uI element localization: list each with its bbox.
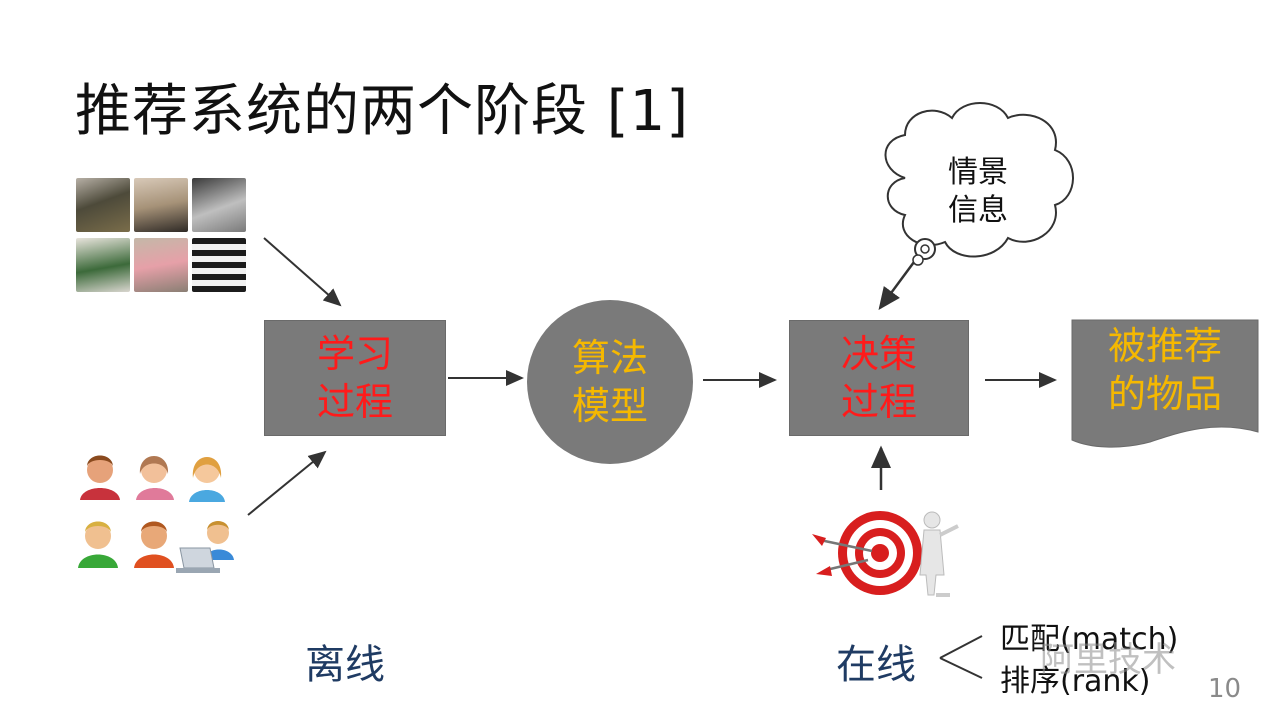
user-avatar-group [78,455,234,573]
arrow-users-to-learning [247,450,327,516]
learning-process-label: 学习 过程 [316,332,393,424]
arrow-context-to-decision [878,261,916,311]
decision-process-label: 决策 过程 [840,332,917,424]
user-avatar-4 [78,521,118,568]
user-avatar-6 [176,521,234,573]
algorithm-model-circle: 算法 模型 [527,300,693,464]
offline-label: 离线 [305,642,385,688]
page-number: 10 [1208,674,1242,704]
fork-line-rank [939,657,983,679]
recommended-items-label: 被推荐 的物品 [1107,324,1222,416]
rank-label: 排序(rank) [1000,664,1151,699]
thought-cloud-icon [884,102,1074,266]
decision-process-box: 决策 过程 [789,320,969,436]
product-photo [134,238,188,292]
product-photo [76,178,130,232]
watermark: 阿里技术 [1040,640,1176,680]
user-avatar-3 [189,457,225,502]
user-avatar-1 [80,455,120,500]
user-avatar-5 [134,521,174,568]
product-photo [192,178,246,232]
product-photo [134,178,188,232]
fork-line-match [939,635,983,659]
learning-process-box: 学习 过程 [264,320,446,436]
online-label: 在线 [836,642,916,688]
items-document-shape [1071,319,1259,448]
algorithm-model-label: 算法 模型 [571,336,648,428]
product-photo [192,238,246,292]
slide-title: 推荐系统的两个阶段 [1] [75,79,690,144]
match-label: 匹配(match) [1000,622,1179,657]
user-avatar-2 [136,456,174,500]
dartboard-target-icon [812,511,959,597]
context-info-label: 情景 信息 [948,155,1008,228]
product-photo [76,238,130,292]
arrow-photos-to-learning [263,237,342,307]
